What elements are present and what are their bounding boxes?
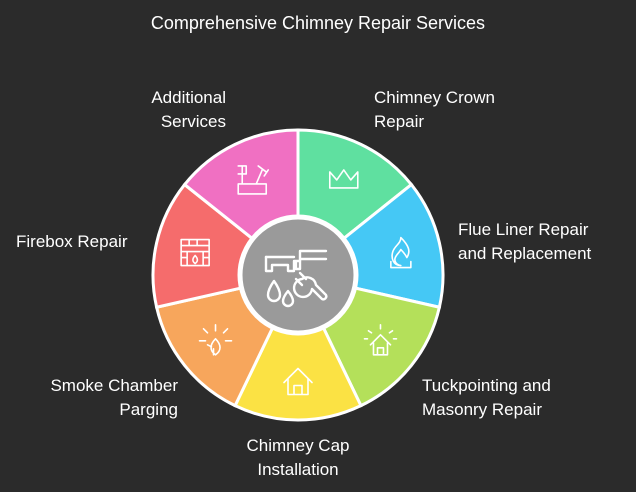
flame-icon (390, 236, 412, 269)
fireplace-icon (180, 238, 210, 267)
label-chimney-crown-repair: Chimney Crown Repair (374, 88, 495, 131)
house-icon (283, 367, 313, 396)
label-smoke-chamber-parging: Smoke Chamber Parging (50, 376, 178, 419)
label-flue-liner-repair: Flue Liner Repair and Replacement (458, 220, 592, 263)
label-chimney-cap-installation: Chimney Cap Installation (246, 436, 350, 479)
label-additional-services: Additional Services (151, 88, 226, 131)
label-firebox-repair: Firebox Repair (16, 232, 128, 251)
label-tuckpointing-masonry-repair: Tuckpointing and Masonry Repair (422, 376, 551, 419)
tools-icon (237, 165, 270, 195)
center-hub (237, 214, 359, 336)
diagram-title: Comprehensive Chimney Repair Services (150, 13, 486, 33)
crown-icon (328, 169, 359, 189)
fire-burst-icon (198, 323, 233, 356)
sparkle-house-icon (363, 323, 398, 356)
pipe-wrench-icon (264, 249, 328, 308)
